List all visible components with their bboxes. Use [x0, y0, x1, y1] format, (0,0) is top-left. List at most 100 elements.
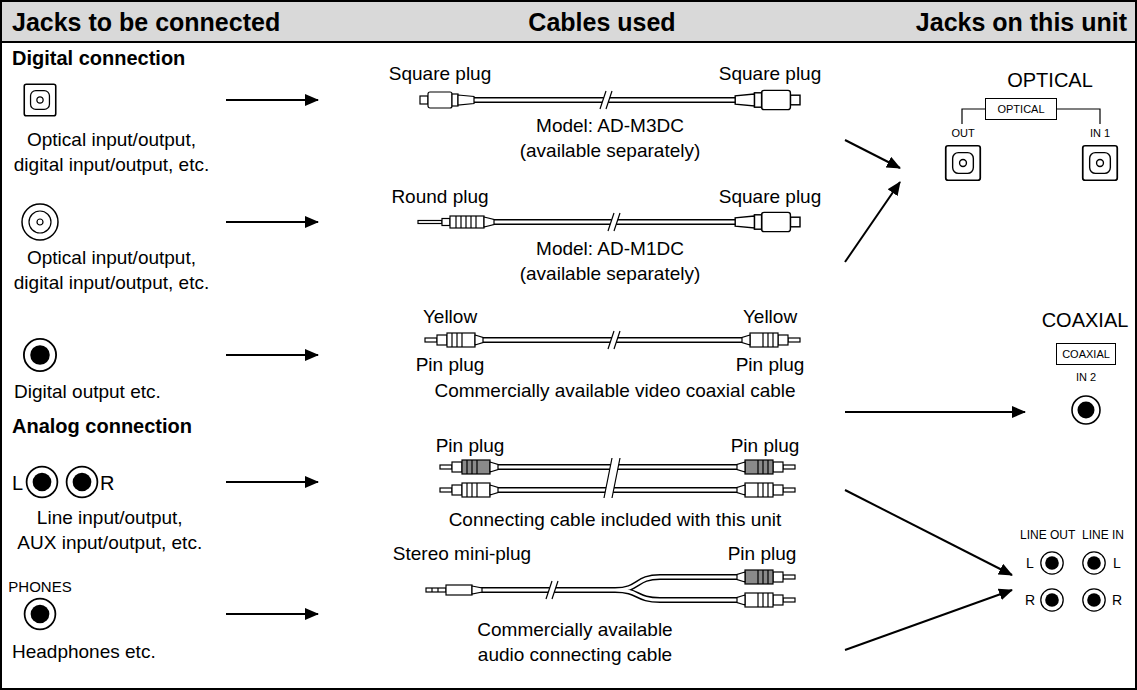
plug-icons	[735, 90, 800, 109]
cable-label: Commercially available audio connecting …	[435, 617, 715, 667]
cable-label: Pin plug	[416, 353, 485, 376]
cable-label: Yellow	[423, 305, 477, 328]
jack-description: R	[100, 471, 114, 495]
cable-label: Stereo mini-plug	[393, 542, 531, 565]
connector-arrow	[226, 354, 318, 356]
source-jack-icons	[25, 599, 56, 630]
cable-break	[604, 458, 620, 498]
jack-description: Optical input/output, digital input/outp…	[9, 245, 214, 295]
cable-break	[600, 91, 612, 109]
unit-jack-icons	[1083, 589, 1105, 611]
cable-break	[600, 91, 612, 109]
plug-icons	[420, 92, 474, 108]
cable-break	[546, 581, 558, 599]
jack-description: Line input/output, AUX input/output, etc…	[16, 505, 204, 555]
cable-break	[546, 581, 558, 599]
jack-description: PHONES	[8, 578, 71, 596]
jack-name: OUT	[951, 127, 974, 140]
source-jack-group: PHONES Headphones etc.	[6, 572, 226, 672]
plug-icons	[737, 460, 795, 474]
cable-break	[546, 581, 558, 599]
source-jack-group: Optical input/output, digital input/outp…	[6, 78, 226, 181]
jack-description: Headphones etc.	[12, 640, 156, 663]
cable-label: Square plug	[719, 185, 821, 208]
jack-description: Optical input/output, digital input/outp…	[9, 127, 214, 177]
source-jack-group: Digital output etc.	[6, 335, 226, 407]
source-jack-group: L R Line input/output, AUX input/output, e…	[6, 462, 226, 559]
connector-arrow	[226, 481, 318, 483]
column-header: Jacks to be connected	[12, 7, 280, 37]
jack-name: IN 1	[1090, 127, 1110, 140]
jack-description: Digital output etc.	[14, 380, 161, 403]
connector-arrow	[845, 490, 1012, 575]
source-jack-icons	[24, 84, 56, 116]
cable-group: Square plugSquare plugModel: AD-M3DC (av…	[318, 58, 845, 178]
cable-group: Yellow YellowPin plug Pin plugCommercially…	[318, 302, 845, 420]
plug-icons	[440, 483, 498, 497]
unit-jack-icons	[1041, 589, 1063, 611]
connector-arrow	[845, 411, 1025, 413]
source-jack-group: Optical input/output, digital input/outp…	[6, 197, 226, 299]
source-jack-icons	[24, 339, 56, 371]
cable-break	[604, 458, 620, 498]
jack-name: COAXIAL	[1042, 308, 1129, 332]
cable-label: Pin plug	[736, 353, 805, 376]
unit-jack-icons	[1041, 552, 1063, 574]
connector-arrow	[226, 613, 318, 615]
unit-jack-group: COAXIAL IN 2 COAXIAL	[1025, 300, 1133, 440]
cable-break	[608, 331, 620, 349]
panel-label: COAXIAL	[1062, 348, 1110, 361]
unit-jack-group: OPTICAL OUT IN 1 OPTICAL	[900, 60, 1132, 200]
cable-label: Model: AD-M3DC (available separately)	[508, 113, 713, 163]
panel-label-box: OPTICAL	[985, 98, 1057, 120]
cable-break	[608, 331, 620, 349]
plug-icons	[425, 333, 483, 347]
connector-arrow	[226, 221, 318, 223]
cable-label: Model: AD-M1DC (available separately)	[508, 236, 713, 286]
cable-break	[608, 213, 620, 231]
cable-label: Pin plug	[728, 542, 797, 565]
unit-jack-icons	[1072, 396, 1100, 424]
cable-label: Pin plug	[731, 434, 800, 457]
cable-group: Round plugSquare plugModel: AD-M1DC (ava…	[318, 182, 845, 300]
plug-icons	[735, 212, 800, 231]
section-heading: Digital connection	[12, 46, 185, 70]
plug-icons	[742, 333, 800, 347]
plug-icons	[737, 483, 795, 497]
jack-name: L	[1026, 555, 1034, 572]
jack-name: R	[1112, 592, 1122, 609]
cable-break	[608, 331, 620, 349]
plug-icons	[737, 593, 795, 607]
cable-label: Yellow	[743, 305, 797, 328]
cable-label: Commercially available video coaxial cab…	[434, 379, 795, 402]
unit-jack-icons	[1083, 552, 1105, 574]
jack-name: OPTICAL	[1007, 68, 1093, 92]
cable-break	[600, 91, 612, 109]
plug-icons	[418, 90, 800, 607]
jack-name: IN 2	[1076, 371, 1096, 384]
cable-group: Stereo mini-plug Pin plugCommercially ava…	[318, 540, 845, 675]
column-header: Cables used	[528, 7, 675, 37]
cable-label: Square plug	[389, 62, 491, 85]
source-jack-icons	[22, 204, 58, 240]
unit-jack-icons	[946, 146, 981, 181]
panel-label: OPTICAL	[997, 103, 1044, 116]
cable-break	[604, 458, 620, 498]
cable-label: Connecting cable included with this unit	[449, 508, 782, 531]
connector-arrow	[845, 590, 1012, 650]
jack-description: L	[12, 471, 23, 495]
header-band	[1, 1, 1136, 42]
connector-arrow	[845, 140, 900, 168]
cable-label: Pin plug	[436, 434, 505, 457]
jack-name: L	[1113, 555, 1121, 572]
source-jack-icons	[27, 467, 58, 498]
source-jack-icons	[67, 467, 98, 498]
cable-break	[608, 213, 620, 231]
plug-icons	[440, 460, 498, 474]
unit-jack-group: LINE OUTLINE INLLRR	[1012, 525, 1132, 635]
column-header: Jacks on this unit	[916, 7, 1127, 37]
